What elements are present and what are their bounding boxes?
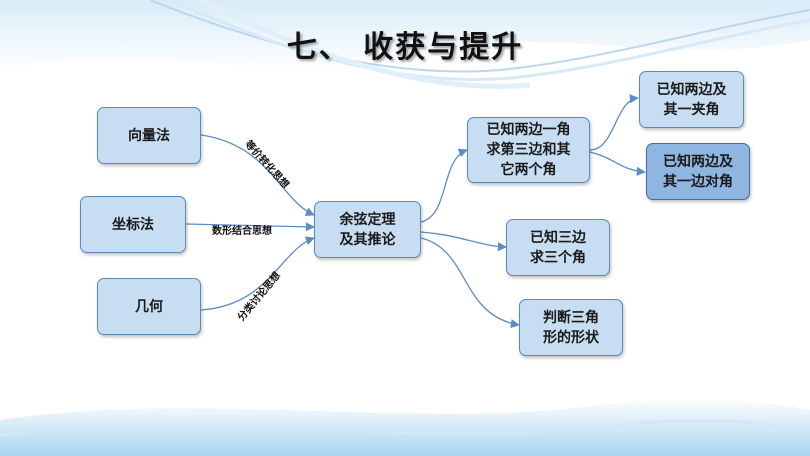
arrow-sas-to-included	[589, 94, 639, 151]
arrow-sas-to-opposite	[589, 151, 646, 176]
arrow-coordinate-to-center	[185, 222, 315, 232]
arrow-center-to-sas	[420, 148, 468, 223]
node-coordinate-method: 坐标法	[80, 196, 186, 253]
node-case-included-angle: 已知两边及 其一夹角	[639, 71, 744, 128]
node-case-two-sides-one-angle: 已知两边一角 求第三边和其 它两个角	[467, 117, 590, 183]
arrow-center-to-shape	[420, 237, 520, 329]
node-vector-method: 向量法	[97, 107, 201, 164]
edge-label-number-shape: 数形结合思想	[212, 226, 272, 237]
node-case-opposite-angle: 已知两边及 其一边对角	[646, 143, 750, 200]
arrow-geometry-to-center	[200, 236, 315, 311]
top-wave-decoration	[0, 0, 810, 89]
node-case-three-sides: 已知三边 求三个角	[506, 219, 610, 276]
slide-title: 七、 收获与提升	[286, 30, 524, 65]
node-law-of-cosines: 余弦定理 及其推论	[314, 201, 421, 258]
node-geometry-method: 几何	[97, 278, 201, 335]
arrow-center-to-sss	[420, 231, 507, 252]
arrow-vector-to-center	[200, 134, 315, 216]
bottom-wave-decoration	[0, 398, 810, 456]
node-case-triangle-shape: 判断三角 形的形状	[519, 299, 623, 356]
